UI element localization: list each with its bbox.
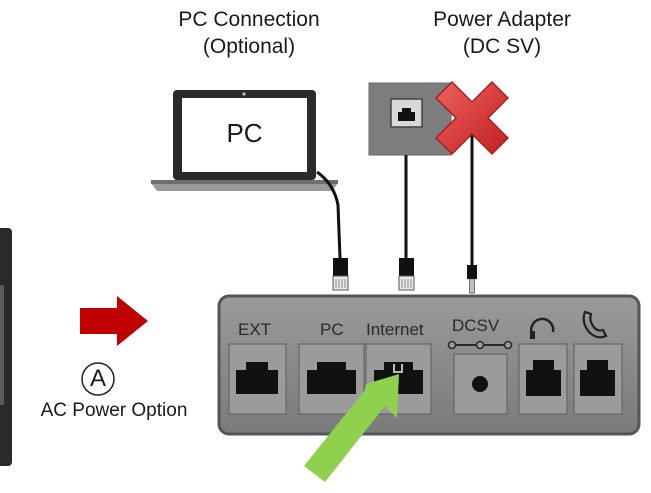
x-mark-icon: [434, 80, 510, 156]
ext-jack: [236, 362, 278, 394]
headset-icon: [529, 317, 555, 339]
port-label-dcsv: DCSV: [452, 316, 500, 335]
up-left-arrow-icon: [304, 374, 399, 482]
left-device-edge: [0, 228, 12, 466]
pc-connection-note: (Optional): [202, 35, 296, 58]
pc-cable-plug: [332, 258, 349, 291]
dc-jack: [472, 376, 488, 392]
dc-power-plug: [467, 265, 477, 294]
internet-cable-plug: [398, 258, 415, 291]
option-marker: [81, 362, 115, 396]
laptop-screen-label: PC: [226, 118, 263, 148]
pc-jack: [307, 362, 356, 394]
pc-connection-title: PC Connection: [178, 8, 320, 31]
right-arrow-icon: [80, 296, 148, 346]
phone-handset-icon: [582, 310, 608, 339]
headset-jack: [526, 360, 561, 396]
port-label-internet: Internet: [366, 320, 424, 339]
power-adapter-title: Power Adapter: [433, 8, 571, 31]
ac-power-option-label: AC Power Option: [40, 400, 188, 421]
port-label-pc: PC: [320, 320, 344, 339]
power-adapter-box: [368, 82, 452, 156]
port-label-ext: EXT: [238, 320, 272, 339]
option-marker-label: A: [89, 365, 106, 392]
cables: [316, 135, 474, 267]
power-adapter-note: (DC SV): [462, 35, 542, 58]
handset-jack: [580, 360, 615, 396]
dcsv-indicator: [447, 340, 513, 350]
pc-connection-label: PC Connection (Optional): [153, 6, 345, 60]
power-adapter-label: Power Adapter (DC SV): [412, 6, 592, 60]
laptop: [151, 90, 338, 191]
